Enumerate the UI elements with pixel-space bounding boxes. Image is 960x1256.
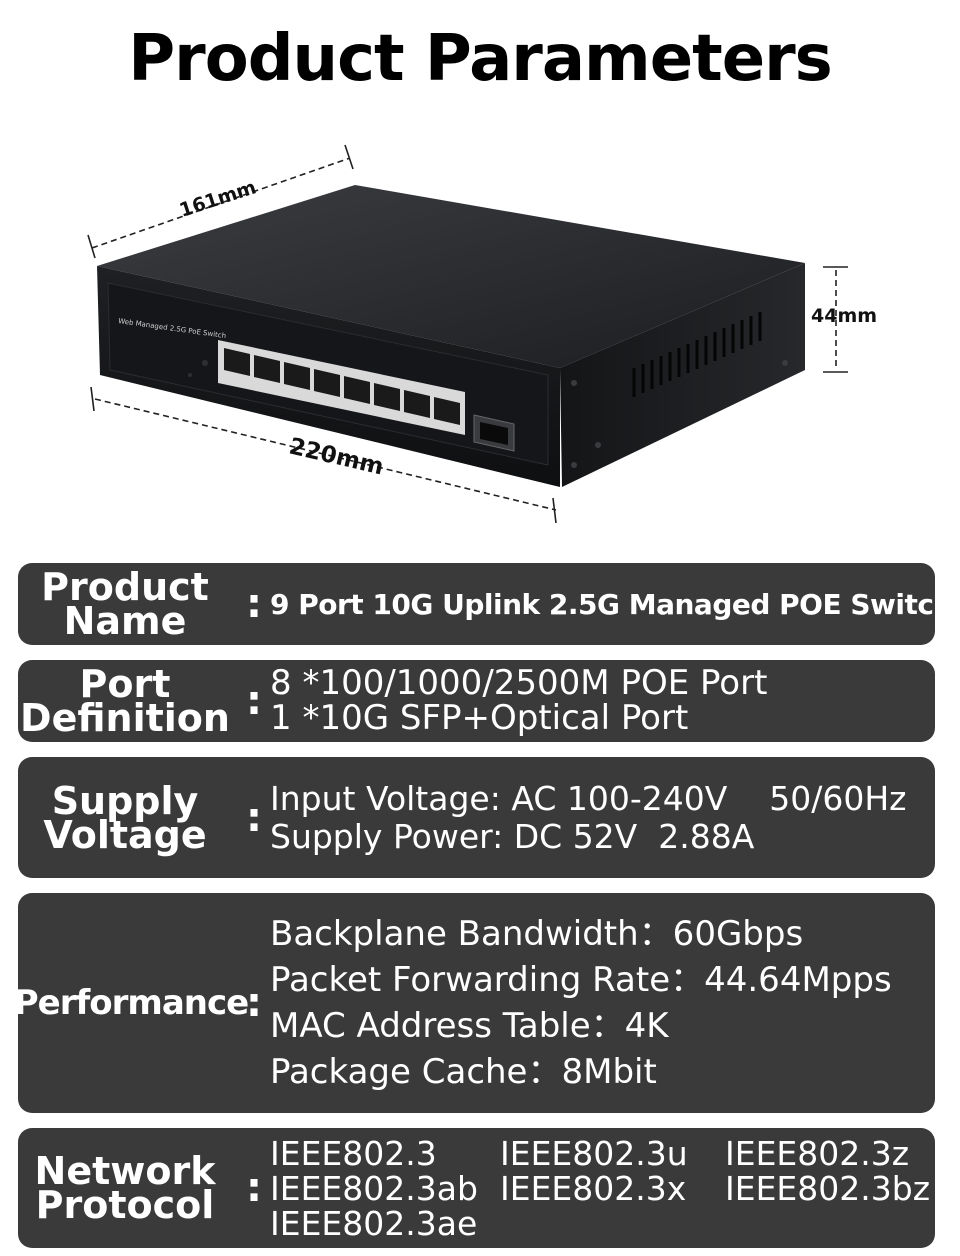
protocol-item: IEEE802.3ae xyxy=(270,1203,478,1243)
spec-values: 8 *100/1000/2500M POE Port 1 *10G SFP+Op… xyxy=(270,660,927,742)
spec-values: Input Voltage: AC 100-240V 50/60Hz Suppl… xyxy=(270,757,927,878)
spec-row-product-name: Product Name : 9 Port 10G Uplink 2.5G Ma… xyxy=(18,563,953,645)
protocol-item: IEEE802.3ab xyxy=(270,1168,478,1208)
spec-colon: : xyxy=(246,581,262,627)
spec-label: Port Definition xyxy=(20,662,230,740)
spec-value: MAC Address Table：4K xyxy=(270,1006,669,1046)
width-dimension-label: 161mm xyxy=(177,176,259,221)
spec-row-port-definition: Port Definition : 8 *100/1000/2500M POE … xyxy=(18,660,935,742)
protocol-list: IEEE802.3 IEEE802.3u IEEE802.3z IEEE802.… xyxy=(270,1133,930,1243)
height-dimension-label: 44mm xyxy=(811,305,877,327)
spec-row-performance: Performance : Backplane Bandwidth：60Gbps… xyxy=(13,893,935,1113)
protocol-item: IEEE802.3z xyxy=(725,1133,910,1173)
protocol-item: IEEE802.3u xyxy=(500,1133,688,1173)
spec-label: Performance xyxy=(13,983,249,1023)
spec-label: Product Name xyxy=(41,565,209,643)
spec-values: 9 Port 10G Uplink 2.5G Managed POE Switc… xyxy=(270,563,953,645)
switch-body: Web Managed 2.5G PoE Switch xyxy=(97,185,805,487)
spec-values: IEEE802.3 IEEE802.3u IEEE802.3z IEEE802.… xyxy=(270,1128,930,1248)
protocol-item: IEEE802.3 xyxy=(270,1133,437,1173)
spec-value: 9 Port 10G Uplink 2.5G Managed POE Switc… xyxy=(270,587,953,621)
page-title: Product Parameters xyxy=(128,22,833,96)
spec-row-network-protocol: Network Protocol : IEEE802.3 IEEE802.3u … xyxy=(18,1128,935,1248)
spec-value: 8 *100/1000/2500M POE Port xyxy=(270,663,768,703)
spec-value: Package Cache：8Mbit xyxy=(270,1052,657,1092)
product-image: Web Managed 2.5G PoE Switch 161mm 44mm 2… xyxy=(87,144,877,524)
spec-colon: : xyxy=(246,794,262,841)
spec-value: 1 *10G SFP+Optical Port xyxy=(270,698,689,738)
spec-colon: : xyxy=(246,1165,262,1211)
spec-value: Packet Forwarding Rate：44.64Mpps xyxy=(270,960,892,1000)
spec-colon: : xyxy=(246,980,262,1026)
protocol-item: IEEE802.3x xyxy=(500,1168,687,1208)
protocol-item: IEEE802.3bz xyxy=(725,1168,931,1208)
spec-value: Input Voltage: AC 100-240V 50/60Hz xyxy=(270,778,907,818)
spec-row-supply-voltage: Supply Voltage : Input Voltage: AC 100-2… xyxy=(18,757,935,878)
spec-label: Network Protocol xyxy=(34,1149,216,1227)
spec-colon: : xyxy=(246,678,262,724)
spec-value: Supply Power: DC 52V 2.88A xyxy=(270,816,755,856)
spec-values: Backplane Bandwidth：60Gbps Packet Forwar… xyxy=(270,893,927,1113)
spec-label: Supply Voltage xyxy=(43,778,207,857)
spec-value: Backplane Bandwidth：60Gbps xyxy=(270,914,804,954)
